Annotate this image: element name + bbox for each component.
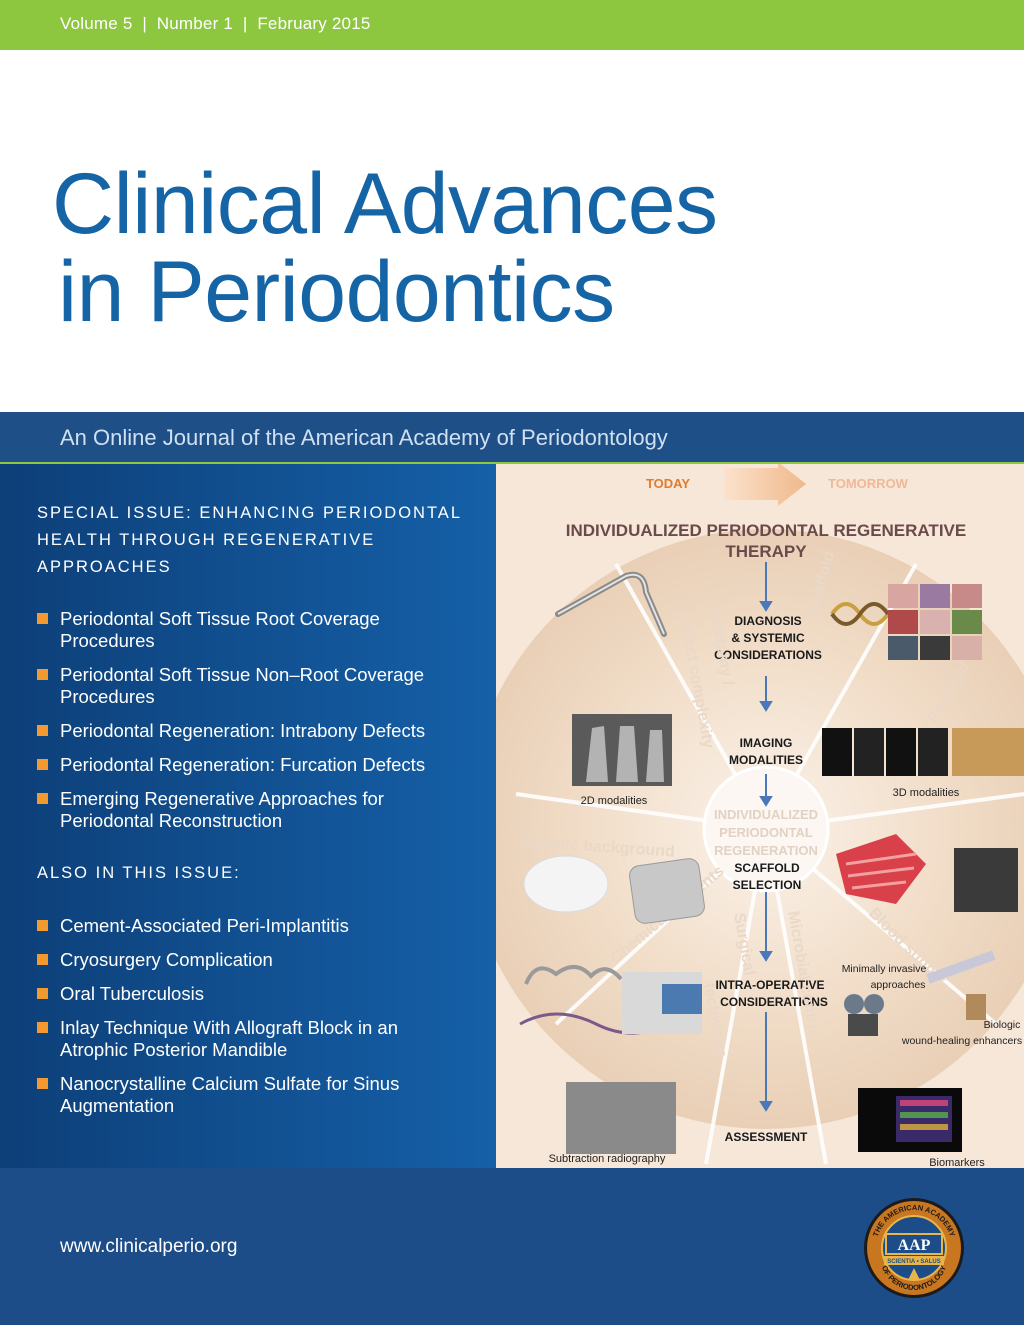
sutures-instruments-image (519, 965, 702, 1035)
also-in-issue-heading: ALSO IN THIS ISSUE: (37, 864, 241, 882)
bullet-square-icon (37, 669, 48, 680)
center-circle (702, 765, 830, 893)
bullet-square-icon (37, 613, 48, 624)
caption-wound-healing: wound-healing enhancers (901, 1035, 1022, 1047)
issue-info: Volume 5 | Number 1 | February 2015 (60, 14, 371, 33)
center-text-line: REGENERATION (714, 843, 818, 858)
center-text-line: PERIODONTAL (719, 825, 813, 840)
figure-title-line-1: INDIVIDUALIZED PERIODONTAL REGENERATIVE (566, 521, 966, 540)
step-diagnosis-line: & SYSTEMIC (731, 631, 805, 645)
special-issue-heading: SPECIAL ISSUE: ENHANCING PERIODONTAL HEA… (37, 500, 462, 581)
syringe-vial-image (926, 950, 996, 1020)
special-issue-heading-line: SPECIAL ISSUE: ENHANCING PERIODONTAL (37, 504, 462, 522)
also-in-issue-item: Inlay Technique With Allograft Block in … (37, 1017, 399, 1061)
periodontal-probe-image (555, 571, 667, 637)
caption-3d: 3D modalities (893, 787, 960, 799)
bullet-square-icon (37, 1078, 48, 1089)
membrane-image (629, 858, 705, 924)
step-scaffold-line: SELECTION (733, 878, 802, 892)
step-assessment: ASSESSMENT (725, 1130, 808, 1144)
bone-graft-granules-image (523, 855, 609, 913)
caption-biomarkers: Biomarkers (929, 1157, 985, 1168)
step-diagnosis-line: DIAGNOSIS (734, 614, 801, 628)
also-in-issue-item: Cryosurgery Complication (37, 949, 399, 971)
subtraction-radiograph-image (566, 1082, 676, 1154)
also-in-issue-item: Nanocrystalline Calcium Sulfate for Sinu… (37, 1073, 399, 1117)
step-diagnosis-line: CONSIDERATIONS (714, 648, 822, 662)
caption-2d: 2D modalities (581, 795, 648, 807)
special-issue-item: Periodontal Regeneration: Furcation Defe… (37, 754, 425, 776)
bullet-square-icon (37, 954, 48, 965)
subtitle-bar (0, 412, 1024, 464)
flow-arrows (759, 562, 773, 1112)
3d-scaffold-image (836, 834, 926, 904)
also-in-issue-item: Oral Tuberculosis (37, 983, 399, 1005)
footer-band (0, 1168, 1024, 1325)
dna-helix-image (830, 602, 890, 626)
caption-biologic: Biologic (984, 1019, 1021, 1031)
special-issue-item: Periodontal Regeneration: Intrabony Defe… (37, 720, 425, 742)
special-issue-heading-line: APPROACHES (37, 558, 172, 576)
aap-seal-logo: THE AMERICAN ACADEMY OF PERIODONTOLOGY A… (862, 1196, 966, 1305)
bullet-square-icon (37, 759, 48, 770)
bullet-square-icon (37, 920, 48, 931)
title-line-1: Clinical Advances (52, 156, 718, 252)
figure-title-line-2: THERAPY (725, 542, 807, 561)
special-issue-heading-line: HEALTH THROUGH REGENERATIVE (37, 531, 376, 549)
step-imaging-line: IMAGING (740, 736, 793, 750)
therapy-diagram: TODAY TOMORROW INDIVIDUALIZED PERIODONTA… (496, 464, 1024, 1168)
step-intraop-line: CONSIDERATIONS (720, 995, 828, 1009)
top-banner (0, 0, 1024, 50)
bullet-square-icon (37, 793, 48, 804)
title-line-2: in Periodontics (58, 244, 615, 340)
seal-banner: SCIENTIA • SALUS (887, 1259, 941, 1265)
microscope-image (844, 994, 884, 1036)
step-scaffold-line: SCAFFOLD (734, 861, 800, 875)
caption-approaches: approaches (871, 979, 926, 991)
tomorrow-label: TOMORROW (828, 476, 909, 491)
caption-subtraction: Subtraction radiography (549, 1153, 666, 1165)
progress-arrow-icon (724, 464, 806, 506)
biomarker-array-image (858, 1088, 962, 1152)
contents-panel (0, 464, 496, 1168)
smile-photo-grid-image (888, 584, 982, 660)
journal-title: Clinical Advances in Periodontics (52, 160, 718, 336)
also-in-issue-item: Cement-Associated Peri-Implantitis (37, 915, 399, 937)
today-label: TODAY (646, 476, 690, 491)
caption-minimally-invasive: Minimally invasive (842, 963, 927, 975)
step-imaging-line: MODALITIES (729, 753, 803, 767)
bullet-square-icon (37, 988, 48, 999)
journal-url[interactable]: www.clinicalperio.org (60, 1236, 238, 1257)
cbct-3d-image (822, 728, 1024, 776)
seal-center-text: AAP (898, 1237, 931, 1254)
also-in-issue-list: Cement-Associated Peri-Implantitis Cryos… (37, 915, 399, 1129)
journal-subtitle: An Online Journal of the American Academ… (60, 425, 668, 450)
step-intraop-line: INTRA-OPERATIVE (715, 978, 824, 992)
center-text-line: INDIVIDUALIZED (714, 807, 818, 822)
bullet-square-icon (37, 1022, 48, 1033)
bullet-square-icon (37, 725, 48, 736)
special-issue-item: Periodontal Soft Tissue Non–Root Coverag… (37, 664, 425, 708)
cover-figure: TODAY TOMORROW INDIVIDUALIZED PERIODONTA… (496, 464, 1024, 1168)
cell-micrograph-image (954, 848, 1018, 912)
